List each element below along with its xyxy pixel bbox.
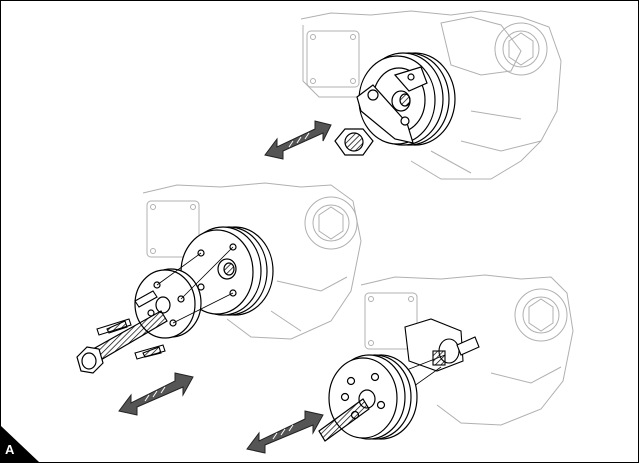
- double-arrow-bottom: [246, 410, 324, 454]
- top-panel: [264, 10, 562, 180]
- crankshaft-pulley-top: [356, 52, 456, 146]
- bottom-panel: [246, 274, 574, 454]
- puller-bolt-2: [134, 344, 166, 360]
- pulley-nut: [334, 128, 374, 156]
- engine-block-middle: [142, 182, 362, 340]
- figure-label: A: [5, 442, 15, 457]
- alignment-lines-middle: [156, 246, 234, 324]
- crankshaft-nose: [404, 318, 480, 372]
- puller-bolt-1: [96, 318, 132, 336]
- puller-center-bolt: [76, 310, 168, 374]
- double-arrow-middle: [118, 372, 194, 416]
- puller-bolt-3: [134, 290, 158, 308]
- engine-block-top: [300, 10, 562, 180]
- figure-label-corner: [1, 426, 39, 462]
- puller-bolt-bottom: [318, 398, 370, 442]
- double-arrow-top: [264, 120, 332, 160]
- middle-panel: [76, 182, 362, 416]
- crankshaft-pulley-middle: [180, 226, 274, 316]
- crankshaft-pulley-bottom: [328, 354, 418, 440]
